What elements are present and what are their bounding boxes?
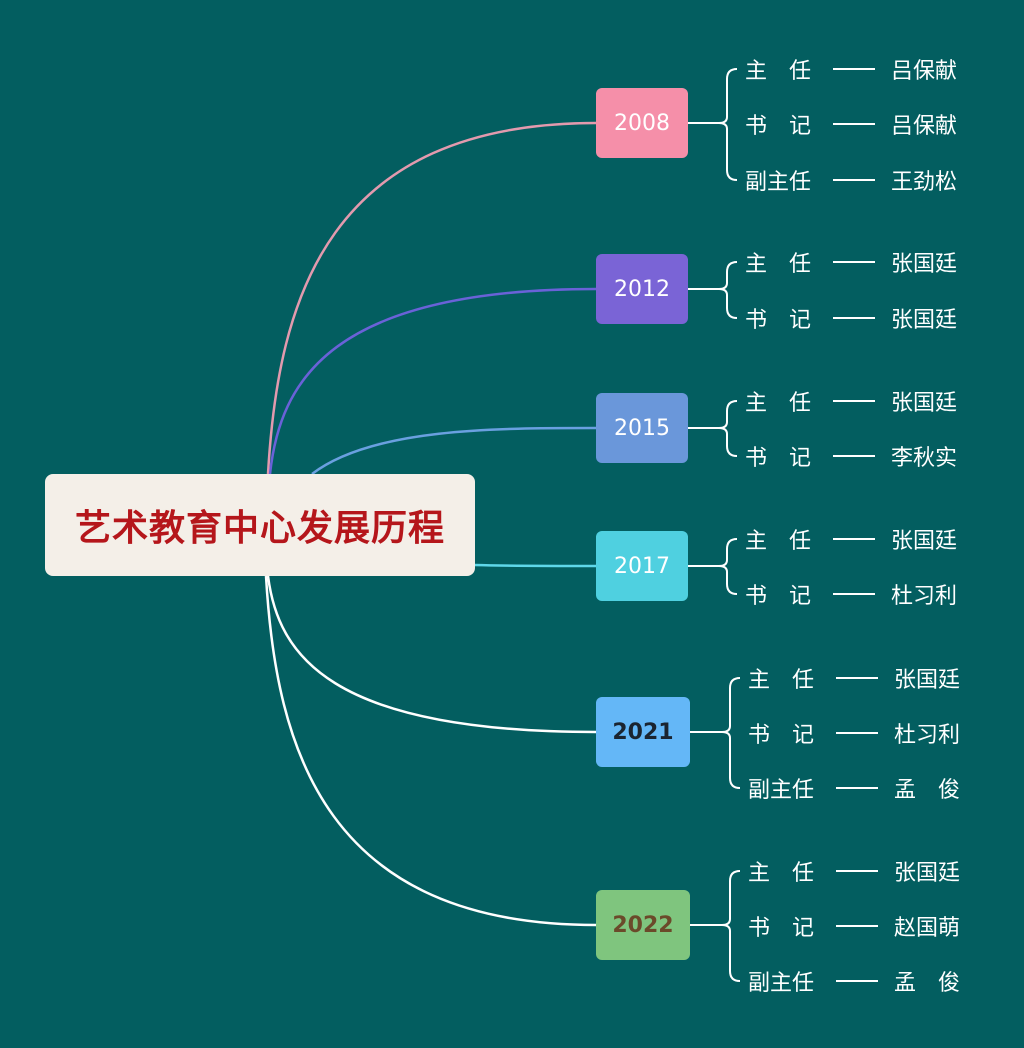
dash-separator — [836, 732, 878, 734]
year-label: 2012 — [614, 276, 670, 302]
year-node-2008[interactable]: 2008 — [596, 88, 688, 158]
year-node-2012[interactable]: 2012 — [596, 254, 688, 324]
dash-separator — [833, 179, 875, 181]
dash-separator — [833, 68, 875, 70]
leader-entry[interactable]: 副主任 王劲松 — [745, 163, 957, 197]
person-name: 吕保献 — [891, 59, 958, 84]
role-label: 书 记 — [745, 584, 812, 609]
year-node-2021[interactable]: 2021 — [596, 697, 690, 767]
person-name: 杜习利 — [891, 584, 958, 609]
brace-2015 — [718, 400, 738, 457]
role-label: 书 记 — [745, 446, 812, 471]
role-label: 书 记 — [745, 114, 812, 139]
brace-2008 — [718, 68, 738, 181]
leader-entry[interactable]: 书 记 李秋实 — [745, 439, 957, 473]
person-name: 吕保献 — [891, 114, 958, 139]
brace-2012 — [718, 261, 738, 319]
year-label: 2015 — [614, 415, 670, 441]
year-node-2017[interactable]: 2017 — [596, 531, 688, 601]
connector-curve-2015 — [311, 426, 597, 475]
connector-curve-2012 — [268, 287, 597, 475]
dash-separator — [833, 538, 875, 540]
dash-separator — [833, 261, 875, 263]
dash-separator — [833, 455, 875, 457]
person-name: 孟 俊 — [894, 971, 961, 996]
role-label: 副主任 — [745, 170, 812, 195]
dash-separator — [836, 980, 878, 982]
brace-2021 — [721, 677, 741, 789]
person-name: 张国廷 — [891, 252, 958, 277]
leader-entry[interactable]: 副主任 孟 俊 — [748, 771, 960, 805]
year-label: 2017 — [614, 553, 670, 579]
role-label: 副主任 — [748, 971, 815, 996]
leader-entry[interactable]: 主 任 张国廷 — [748, 854, 960, 888]
leader-entry[interactable]: 副主任 孟 俊 — [748, 964, 960, 998]
leader-entry[interactable]: 书 记 赵国萌 — [748, 909, 960, 943]
person-name: 张国廷 — [894, 861, 961, 886]
connector-curve-2022 — [264, 575, 597, 927]
role-label: 主 任 — [745, 391, 812, 416]
role-label: 书 记 — [748, 723, 815, 748]
person-name: 李秋实 — [891, 446, 958, 471]
dash-separator — [833, 123, 875, 125]
dash-separator — [833, 317, 875, 319]
connector-curve-2021 — [266, 575, 597, 734]
dash-separator — [836, 925, 878, 927]
person-name: 王劲松 — [891, 170, 958, 195]
central-topic-title: 艺术教育中心发展历程 — [74, 508, 445, 549]
connector-curve-2008 — [266, 121, 597, 475]
dash-separator — [833, 400, 875, 402]
year-label: 2022 — [612, 912, 674, 938]
year-label: 2008 — [614, 110, 670, 136]
leader-entry[interactable]: 书 记 吕保献 — [745, 107, 957, 141]
person-name: 张国廷 — [891, 529, 958, 554]
role-label: 书 记 — [745, 308, 812, 333]
year-node-2022[interactable]: 2022 — [596, 890, 690, 960]
dash-separator — [833, 593, 875, 595]
connector-curve-2017 — [473, 563, 597, 568]
year-label: 2021 — [612, 719, 674, 745]
person-name: 孟 俊 — [894, 778, 961, 803]
role-label: 书 记 — [748, 916, 815, 941]
year-node-2015[interactable]: 2015 — [596, 393, 688, 463]
leader-entry[interactable]: 主 任 吕保献 — [745, 52, 957, 86]
person-name: 赵国萌 — [894, 916, 961, 941]
brace-2017 — [718, 538, 738, 595]
person-name: 张国廷 — [891, 308, 958, 333]
leader-entry[interactable]: 书 记 杜习利 — [748, 716, 960, 750]
role-label: 主 任 — [745, 529, 812, 554]
person-name: 杜习利 — [894, 723, 961, 748]
role-label: 主 任 — [745, 59, 812, 84]
leader-entry[interactable]: 主 任 张国廷 — [748, 661, 960, 695]
person-name: 张国廷 — [891, 391, 958, 416]
role-label: 主 任 — [748, 668, 815, 693]
leader-entry[interactable]: 书 记 杜习利 — [745, 577, 957, 611]
leader-entry[interactable]: 主 任 张国廷 — [745, 245, 957, 279]
leader-entry[interactable]: 书 记 张国廷 — [745, 301, 957, 335]
role-label: 副主任 — [748, 778, 815, 803]
dash-separator — [836, 870, 878, 872]
leader-entry[interactable]: 主 任 张国廷 — [745, 384, 957, 418]
role-label: 主 任 — [748, 861, 815, 886]
role-label: 主 任 — [745, 252, 812, 277]
leader-entry[interactable]: 主 任 张国廷 — [745, 522, 957, 556]
central-topic[interactable]: 艺术教育中心发展历程 — [45, 474, 475, 576]
dash-separator — [836, 787, 878, 789]
dash-separator — [836, 677, 878, 679]
person-name: 张国廷 — [894, 668, 961, 693]
brace-2022 — [721, 870, 741, 982]
